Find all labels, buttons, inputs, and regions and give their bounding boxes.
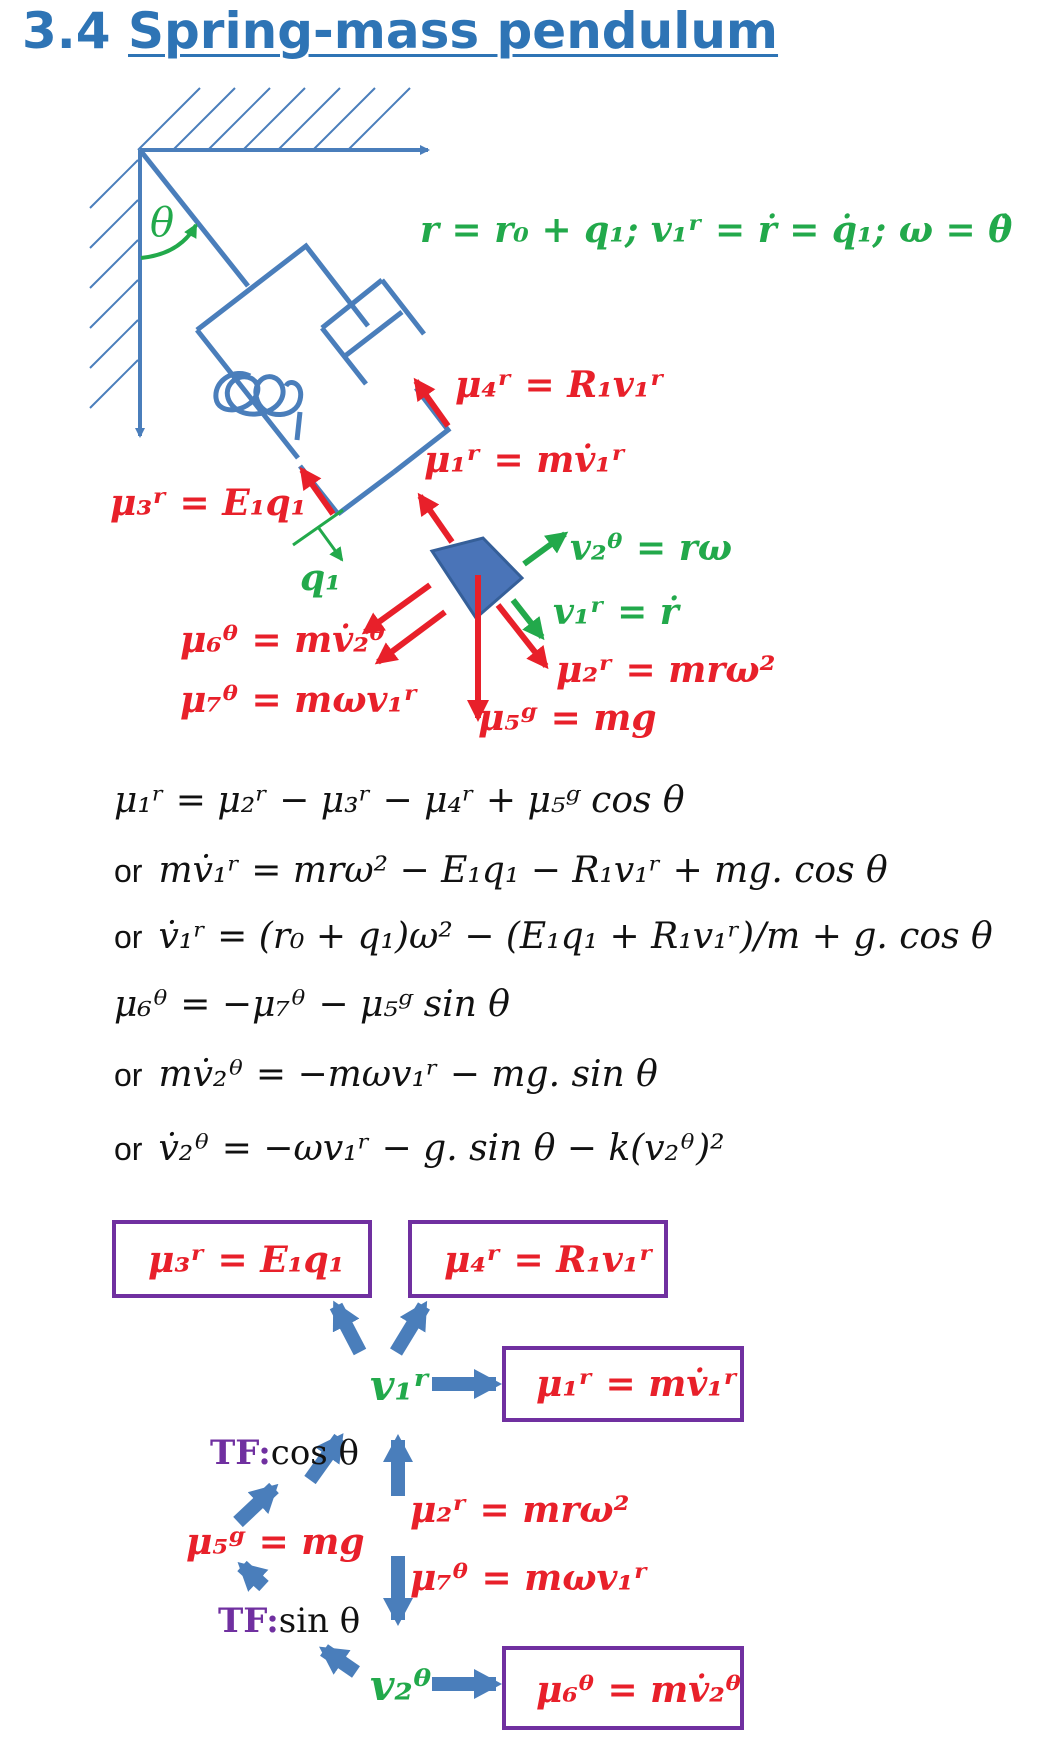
q1-marker	[292, 508, 343, 560]
box-mu4-frame	[408, 1220, 668, 1298]
damper-cylinder	[320, 278, 426, 386]
ceiling-hatch	[137, 87, 411, 151]
connector-bar	[336, 470, 396, 516]
label-v1-r: v₁ʳ = ṙ	[553, 591, 682, 633]
page-title: 3.4 Spring-mass pendulum	[22, 2, 778, 60]
equation-1: μ₁ʳ = μ₂ʳ − μ₃ʳ − μ₄ʳ + μ₅ᵍ cos θ	[114, 780, 685, 821]
box-mu6: μ₆ᶿ = mv̇₂ᶿ	[536, 1669, 742, 1711]
label-mu2: μ₂ʳ = mrω²	[556, 649, 775, 691]
theta-label: θ	[150, 200, 174, 246]
theta-arc	[140, 223, 198, 260]
graph-arrows	[233, 1300, 502, 1699]
label-mu7: μ₇ᶿ = mωv₁ʳ	[180, 679, 418, 721]
label-mu1: μ₁ʳ = mv̇₁ʳ	[424, 439, 626, 481]
label-mu3: μ₃ʳ = E₁q₁	[110, 482, 306, 524]
pendulum-rod	[138, 148, 250, 288]
section-number: 3.4	[22, 2, 111, 60]
force-arrows	[299, 377, 549, 722]
label-mu5: μ₅ᵍ = mg	[478, 697, 657, 739]
spring-damper-frame	[195, 242, 370, 460]
box-mu3: μ₃ʳ = E₁q₁	[148, 1239, 344, 1281]
box-mu4: μ₄ʳ = R₁v₁ʳ	[444, 1239, 654, 1281]
label-mu7-graph: μ₇ᶿ = mωv₁ʳ	[410, 1557, 648, 1599]
kinematics-equation: r = r₀ + q₁; v₁ʳ = ṙ = q̇₁; ω = θ̇	[420, 209, 1012, 251]
graph-boxes	[112, 1220, 744, 1730]
label-q1: q₁	[300, 557, 341, 599]
spring-coil	[213, 371, 304, 441]
box-mu1-frame	[502, 1346, 744, 1422]
box-mu6-frame	[502, 1646, 744, 1730]
label-mu6: μ₆ᶿ = mv̇₂ᶿ	[180, 619, 386, 661]
velocity-arrows	[510, 531, 569, 641]
label-mu4: μ₄ʳ = R₁v₁ʳ	[455, 364, 665, 406]
node-mu5: μ₅ᵍ = mg	[186, 1521, 365, 1563]
equation-4: μ₆ᶿ = −μ₇ᶿ − μ₅ᵍ sin θ	[114, 984, 510, 1025]
wall-hatch	[89, 159, 139, 409]
node-v2: v₂ᶿ	[370, 1661, 432, 1710]
label-mu2-graph: μ₂ʳ = mrω²	[410, 1489, 629, 1531]
box-mu1: μ₁ʳ = mv̇₁ʳ	[536, 1363, 738, 1405]
box-mu3-frame	[112, 1220, 372, 1298]
section-title: Spring-mass pendulum	[128, 2, 779, 60]
tf-cos: TF:cos θ	[210, 1433, 359, 1473]
tf-sin: TF:sin θ	[218, 1601, 360, 1641]
node-v1: v₁ʳ	[370, 1361, 430, 1410]
label-v2-theta: v₂ᶿ = rω	[570, 527, 732, 569]
